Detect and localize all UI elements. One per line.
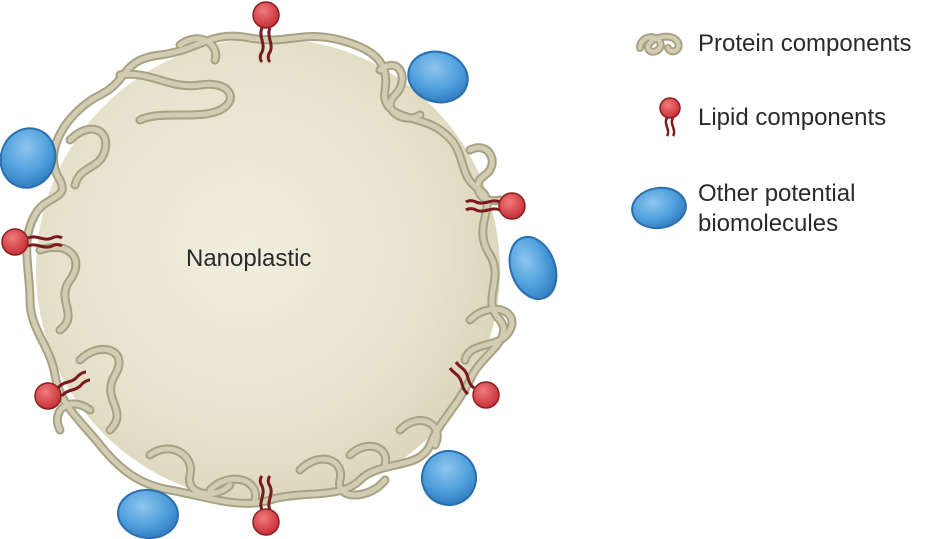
lipid-molecule — [1, 228, 63, 256]
biomolecule-blob — [0, 127, 57, 189]
biomolecule-blob — [407, 50, 469, 104]
lipid-molecule — [465, 192, 526, 220]
biomolecule-blob — [508, 236, 558, 300]
legend-lipid-label: Lipid components — [698, 104, 887, 131]
legend-biomolecule-icon — [631, 186, 687, 230]
lipid-molecule — [252, 474, 280, 536]
legend-lipid-icon — [659, 97, 681, 137]
nanoplastic-core — [36, 38, 500, 502]
lipids — [1, 1, 526, 536]
legend-other-label: Other potential biomolecules — [698, 180, 856, 237]
lipid-molecule — [448, 361, 500, 409]
nanoplastic-label: Nanoplastic — [186, 245, 312, 272]
lipid-molecule — [252, 1, 280, 64]
biomolecules — [0, 50, 558, 539]
lipid-molecule — [34, 370, 91, 410]
biomolecule-blob — [421, 450, 477, 506]
legend-protein-label: Protein components — [698, 30, 912, 57]
biomolecule-blob — [117, 488, 179, 539]
legend-protein-icon — [636, 32, 683, 56]
